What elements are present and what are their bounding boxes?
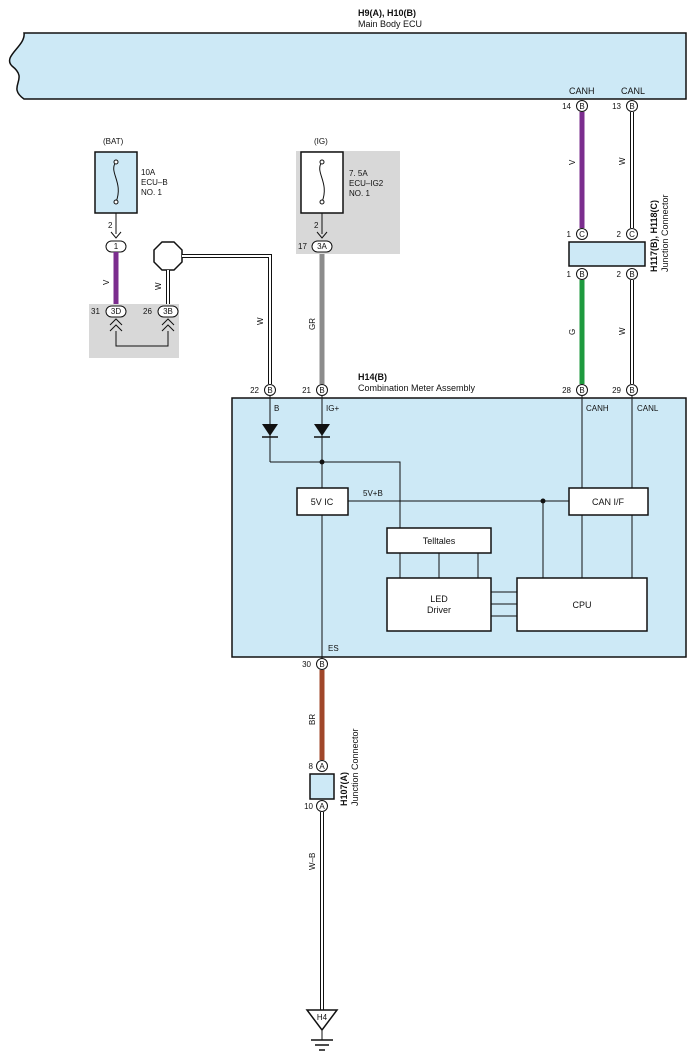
connector-3d-3b: 3D 31 3B 26 [91,305,179,347]
ecu-canh-label: CANH [569,86,595,96]
combination-meter: H14(B) Combination Meter Assembly B 22 B… [231,372,687,663]
svg-text:3A: 3A [317,242,327,251]
meter-name: Combination Meter Assembly [358,383,476,393]
svg-text:1: 1 [114,242,119,251]
svg-text:2: 2 [617,230,622,239]
svg-text:B: B [579,386,584,395]
signal-igp: IG+ [326,404,339,413]
ecu-canl-label: CANL [621,86,645,96]
svg-text:26: 26 [143,307,152,316]
svg-text:2: 2 [108,221,113,230]
svg-text:30: 30 [302,660,311,669]
wire-label-wb: W–B [308,853,317,870]
fuse-bat-label: (BAT) [103,137,124,146]
fuse-bat: (BAT) 10A ECU–B NO. 1 2 1 [94,137,168,253]
svg-text:A: A [319,802,325,811]
signal-b: B [274,404,279,413]
ground-path: B 30 BR A 8 A 10 H107(A) Junction Connec… [302,658,360,1051]
svg-text:B: B [267,386,272,395]
signal-canh: CANH [586,404,609,413]
meter-can-if: CAN I/F [592,497,625,507]
svg-text:1: 1 [567,270,572,279]
svg-text:B: B [319,660,324,669]
meter-5v-ic: 5V IC [311,497,334,507]
svg-text:10: 10 [304,802,313,811]
pin-13-number: 13 [612,102,621,111]
meter-telltales: Telltales [423,536,456,546]
svg-text:A: A [319,762,325,771]
main-body-ecu: H9(A), H10(B) Main Body ECU CANH CANL [8,8,687,100]
wire-label-br: BR [308,714,317,725]
fuse-ig-label: (IG) [314,137,328,146]
wire-label-w-canl-mid: W [618,327,627,335]
svg-text:31: 31 [91,307,100,316]
fuse-ig-no: NO. 1 [349,189,370,198]
fuse-ig: (IG) 7. 5A ECU–IG2 NO. 1 2 3A 17 [298,137,384,253]
signal-canl: CANL [637,404,659,413]
svg-text:28: 28 [562,386,571,395]
ground-symbol [305,1009,339,1032]
pin-14-number: 14 [562,102,571,111]
svg-text:3D: 3D [111,307,121,316]
main-body-ecu-codes: H9(A), H10(B) [358,8,416,18]
signal-es: ES [328,644,339,653]
svg-text:1: 1 [567,230,572,239]
pin-13-circle [626,100,638,112]
svg-text:8: 8 [309,762,314,771]
junction2-code: H107(A) [339,772,349,806]
fuse-bat-rating: 10A [141,168,156,177]
svg-text:B: B [629,386,634,395]
wire-label-v-canh: V [568,159,577,165]
fuse-ig-name: ECU–IG2 [349,179,384,188]
svg-text:B: B [319,386,324,395]
svg-text:2: 2 [617,270,622,279]
svg-text:C: C [579,230,585,239]
wire-label-w-splice: W [154,282,163,290]
svg-text:21: 21 [302,386,311,395]
fuse-ig-rating: 7. 5A [349,169,368,178]
fuse-bat-name: ECU–B [141,178,168,187]
svg-text:C: C [629,230,635,239]
meter-led: LED [430,594,448,604]
wire-label-w-meter-b: W [256,317,265,325]
svg-text:B: B [629,270,634,279]
wire-label-g: G [568,329,577,335]
svg-text:2: 2 [314,221,319,230]
ground-label: H4 [317,1013,328,1022]
svg-text:B: B [579,270,584,279]
wire-label-w-canl: W [618,157,627,165]
junction2-name: Junction Connector [350,728,360,806]
svg-text:22: 22 [250,386,259,395]
signal-5vb: 5V+B [363,489,383,498]
pin-13-letter: B [629,102,634,111]
svg-text:29: 29 [612,386,621,395]
pin-14-circle [576,100,588,112]
junction1-codes: H117(B), H118(C) [649,200,659,272]
meter-code: H14(B) [358,372,387,382]
main-body-ecu-name: Main Body ECU [358,19,422,29]
can-wires-top: V W B 14 B 13 [562,100,638,228]
meter-driver: Driver [427,605,451,615]
splice-octagon: W W [153,241,272,384]
wire-label-v-bat: V [102,279,111,285]
svg-text:3B: 3B [163,307,173,316]
can-wires-mid: G W [568,280,634,384]
meter-cpu: CPU [572,600,591,610]
junction-connector-h117-h118: C 1 C 2 B 1 B 2 H117(B), H118(C) Junctio… [567,194,670,280]
pin-14-letter: B [579,102,584,111]
fuse-bat-no: NO. 1 [141,188,162,197]
svg-text:17: 17 [298,242,307,251]
junction1-name: Junction Connector [660,194,670,272]
wire-label-gr: GR [308,318,317,330]
